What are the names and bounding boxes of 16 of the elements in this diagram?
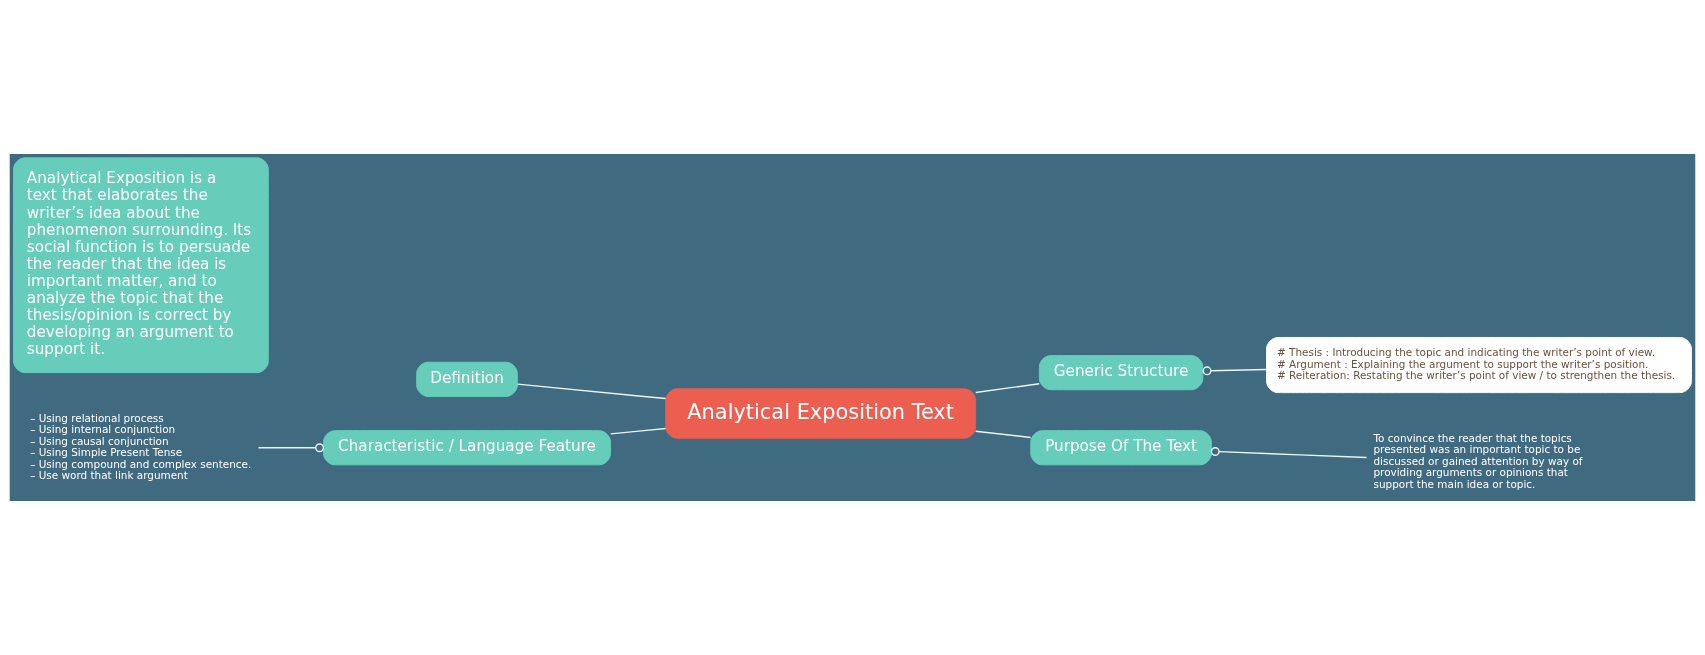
node-box: Generic Structure — [1038, 355, 1204, 391]
node-text: – Using relational process – Using internal conjunction – Using causal conjunction – Using Simple Present Tense – Using compound and complex sentence. – Use word that link argument — [30, 411, 252, 481]
node-box: Analytical Exposition Text — [665, 388, 977, 439]
node-box: Definition — [416, 361, 518, 397]
node-box: # Thesis : Introducing the topic and indicating the writer’s point of view. # Argument : Explaining the argument to support the writer’s position. # Reiteration: Restating the writer’s point of view / to strengthen the thesis. — [1266, 337, 1692, 394]
connector — [1202, 366, 1267, 376]
connector — [257, 443, 325, 453]
node-text: To convince the reader that the topics presented was an important topic to be discussed or gained attention by way of providing arguments or opinions that support the main idea or topic. — [1373, 431, 1583, 490]
connector — [516, 383, 667, 400]
connector — [1210, 447, 1368, 459]
node-box: Characteristic / Language Feature — [322, 430, 612, 466]
node-box: Analytical Exposition is a text that elaborates the writer’s idea about the phenomenon surrounding. Its social function is to persuade the reader that the idea is important matter, and to analyze the topic that the thesis/opinion is correct by developing an argument to support it. — [13, 157, 269, 374]
node-box: Purpose Of The Text — [1030, 430, 1212, 466]
connector — [974, 430, 1032, 439]
connector — [974, 383, 1040, 394]
connector — [610, 427, 667, 435]
